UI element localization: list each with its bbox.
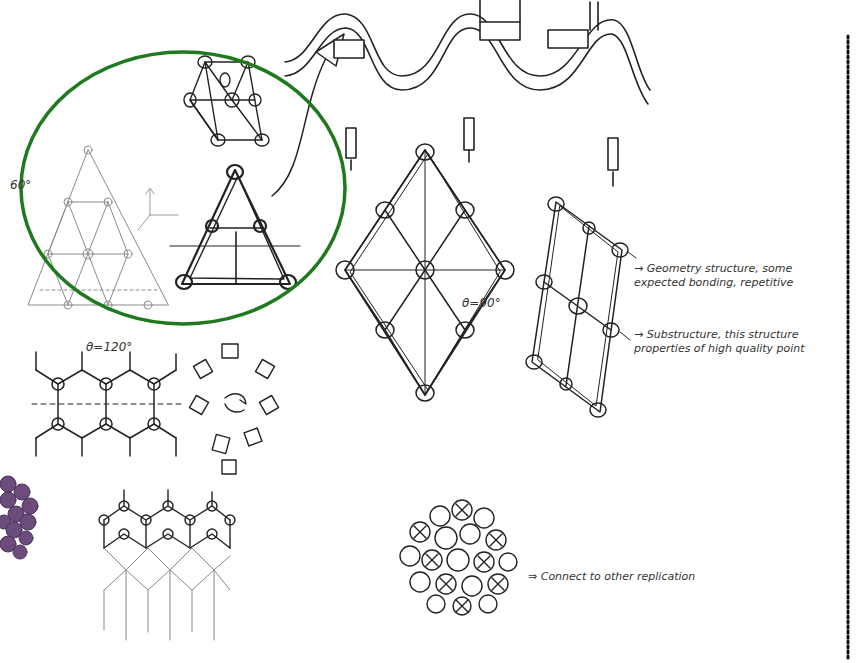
handwritten-note: → Geometry structure, some expected bond… (634, 262, 839, 291)
angle-label: 60° (10, 178, 31, 194)
handwritten-note: → Substructure, this structure propertie… (634, 328, 839, 357)
handwritten-note: ⇒ Connect to other replication (528, 570, 695, 584)
angle-label: θ=90° (462, 296, 501, 312)
angle-label: θ=120° (86, 340, 132, 356)
